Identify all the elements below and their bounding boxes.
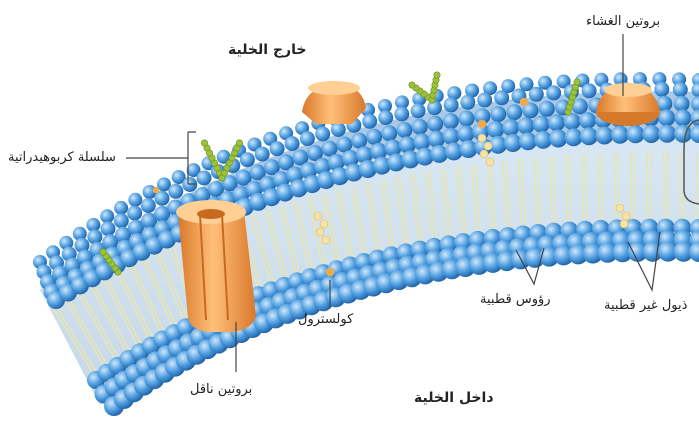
transport-protein-label: بروتين ناقل [190,382,252,397]
sugar-bead [100,249,106,255]
phospholipid-head [582,83,597,98]
cholesterol-label: كولسترول [298,312,353,327]
phospholipid-head [240,152,255,167]
sugar-bead [201,140,207,146]
phospholipid-head [378,110,393,125]
phospholipid-head [255,147,270,162]
phospholipid-head [487,121,504,138]
phospholipid-head [548,114,565,131]
phospholipid-head [517,117,534,134]
phospholipid-head [539,101,555,117]
phospholipid-head [674,125,692,143]
phospholipid-head [580,127,598,145]
outside-cell-label: خارج الخلية [228,42,306,58]
phospholipid-head [502,119,519,136]
phospholipid-head [477,93,492,108]
phospholipid-head [506,104,522,120]
phospholipid-head [285,136,300,151]
phospholipid-head [627,125,645,143]
sugar-bead [434,72,440,78]
phospholipid-head [428,131,445,148]
phospholipid-head [141,198,156,213]
sugar-bead [409,82,415,88]
phospholipid-head [427,116,443,132]
phospholipid-head [443,113,459,129]
transport-protein [176,200,256,332]
phospholipid-head [595,127,613,145]
phospholipid-head [658,125,676,143]
phospholipid-head [611,126,629,144]
phospholipid-head [300,131,315,146]
phospholipid-head [565,128,583,146]
membrane-protein-label: بروتين الغشاء [586,14,660,29]
phospholipid-head [114,213,129,228]
phospholipid-head [396,122,412,138]
phospholipid-head [674,96,690,112]
nonpolar-tails-label: ذيول غير قطبية [604,298,687,313]
phospholipid-head [399,136,416,153]
sugar-bead [236,140,242,146]
phospholipid-head [673,82,688,97]
peripheral-protein [302,81,366,124]
phospholipid-head [168,184,183,199]
phospholipid-head [529,87,544,102]
polar-heads-label: رؤوس قطبية [480,292,551,307]
phospholipid-head [381,125,397,141]
phospholipid-head [674,109,691,126]
phospholipid-head [331,122,346,137]
phospholipid-head [564,113,581,130]
phospholipid-head [114,201,128,215]
sugar-bead [574,79,580,85]
phospholipid-head [366,129,382,145]
phospholipid-head [87,229,102,244]
phospholipid-head [351,133,367,149]
phospholipid-head [411,103,426,118]
phospholipid-head [444,97,459,112]
phospholipid-head [443,128,460,145]
phospholipid-head [490,106,506,122]
phospholipid-head [533,116,550,133]
carbohydrate-chain-label: سلسلة كربوهيدراتية [8,150,116,165]
phospholipid-head [412,119,428,135]
phospholipid-head [549,130,567,148]
phospholipid-head [579,112,596,129]
phospholipid-head [427,100,442,115]
phospholipid-head [362,114,377,129]
phospholipid-head [394,107,409,122]
phospholipid-head [315,127,330,142]
phospholipid-head [413,133,430,150]
phospholipid-head [270,141,285,156]
inside-cell-label: داخل الخلية [414,390,494,406]
phospholipid-head [197,171,212,186]
phospholipid-head [658,109,675,126]
phospholipid-head [457,125,474,142]
phospholipid-head [642,125,660,143]
phospholipid-head [654,82,669,97]
phospholipid-head [494,90,509,105]
phospholipid-head [460,95,475,110]
phospholipid-head [127,206,142,221]
phospholipid-head [546,85,561,100]
membrane-protein [596,83,660,126]
phospholipid-head [128,193,142,207]
phospholipid-head [100,209,114,223]
phospholipid-head [459,111,475,127]
phospholipid-head [101,221,116,236]
